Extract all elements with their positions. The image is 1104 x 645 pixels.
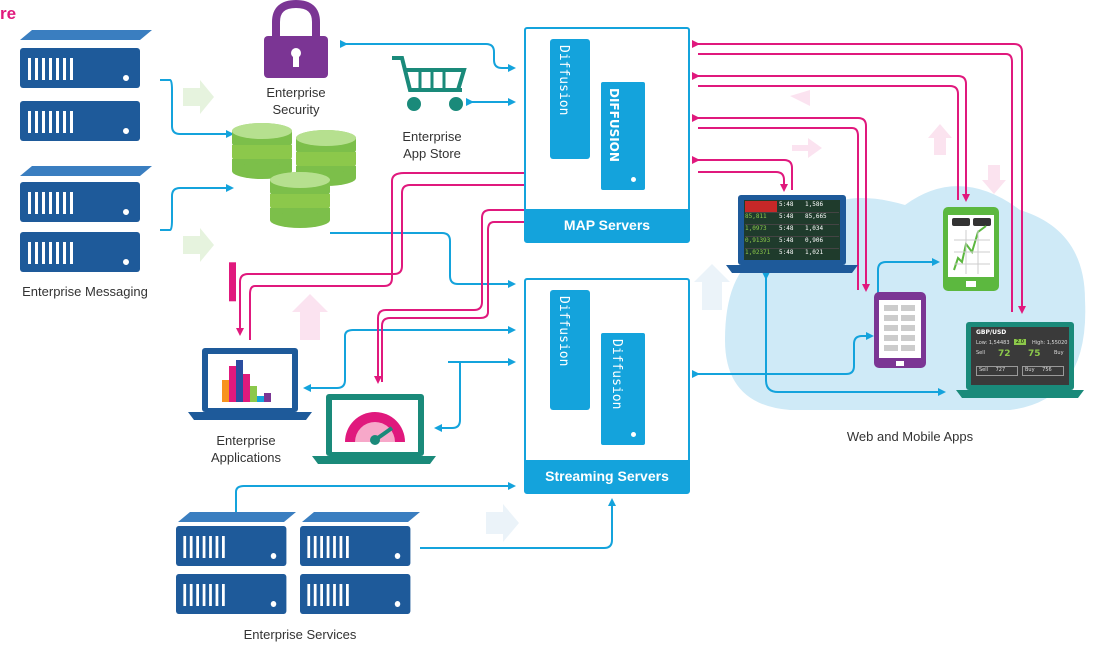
ticker-row: 85,811 5:48 85,665 [745, 213, 839, 225]
fx-buy-button: Buy 756 [1022, 366, 1064, 376]
streaming-servers-label: Streaming Servers [526, 460, 688, 492]
enterprise-messaging-label: Enterprise Messaging [22, 284, 148, 299]
ticker-volume: 85,665 [805, 213, 827, 220]
lock-icon [264, 0, 328, 78]
ticker-time: 5:48 [779, 201, 794, 208]
diffusion-server-4: Diffusion [600, 332, 646, 446]
ticker-price: 1,02371 [745, 249, 771, 256]
enterprise-applications-label: Enterprise Applications [210, 433, 282, 465]
server-brand-label: Diffusion [556, 45, 571, 116]
ticker-price: 1,0973 [745, 225, 767, 232]
enterprise-services-label: Enterprise Services [243, 627, 357, 642]
fx-buy-button-label: Buy [1025, 367, 1035, 373]
ticker-time: 5:48 [779, 225, 794, 232]
enterprise-app-store-label: Enterprise App Store [402, 129, 462, 161]
fx-pair: GBP/USD [976, 329, 1007, 336]
fx-widget: GBP/USD Low: 1,54483 2.0 High: 1,55020 S… [972, 328, 1068, 384]
streaming-servers-box: Diffusion Diffusion Streaming Servers [524, 278, 690, 494]
ticker-row: 5:48 1,586 [745, 201, 839, 213]
server-brand-label: DIFFUSION [607, 88, 621, 162]
map-servers-box: Diffusion DIFFUSION MAP Servers [524, 27, 690, 243]
database-icon [232, 123, 356, 228]
ticker-row: 0,91393 5:48 0,906 [745, 237, 839, 249]
ticker-row: 1,02371 5:48 1,021 [745, 249, 839, 260]
fx-buy-label: Buy [1054, 350, 1064, 356]
ticker-price: 85,811 [745, 213, 767, 220]
mobile-phone-green [943, 207, 999, 291]
ticker-volume: 1,586 [805, 201, 824, 208]
fx-sell-label: Sell [976, 350, 986, 356]
ticker-price: 0,91393 [745, 237, 771, 244]
diffusion-server-2: DIFFUSION [600, 81, 646, 191]
ticker-volume: 1,021 [805, 249, 824, 256]
fx-sell-button-label: Sell [979, 367, 989, 373]
fx-spread: 2.0 [1014, 339, 1026, 345]
enterprise-applications-laptop [188, 262, 312, 420]
ticker-volume: 0,906 [805, 237, 824, 244]
server-led [631, 432, 636, 437]
ticker-time: 5:48 [779, 213, 794, 220]
fx-sell-button: Sell 727 [976, 366, 1018, 376]
diffusion-server-3: Diffusion [550, 290, 590, 410]
ticker-row: 1,0973 5:48 1,034 [745, 225, 839, 237]
enterprise-messaging-servers [20, 30, 152, 272]
server-led [631, 177, 636, 182]
enterprise-security-label: Enterprise Security [266, 85, 326, 117]
fx-buy-price: 75 [1028, 349, 1041, 359]
enterprise-services-servers [176, 512, 420, 614]
ticker-time: 5:48 [779, 249, 794, 256]
ticker-price-alert [745, 201, 777, 212]
fx-sell-price: 72 [998, 349, 1011, 359]
server-brand-label: Diffusion [609, 339, 624, 410]
fx-high: High: 1,55020 [1032, 340, 1068, 346]
ticker-volume: 1,034 [805, 225, 824, 232]
web-mobile-apps-label: Web and Mobile Apps [846, 429, 974, 444]
diffusion-server-1: Diffusion [550, 39, 590, 159]
ticker-time: 5:48 [779, 237, 794, 244]
magenta-connectors [236, 40, 1026, 384]
fx-buy-amount: 756 [1042, 367, 1052, 373]
map-servers-label: MAP Servers [526, 209, 688, 241]
tablet-purple [874, 292, 926, 368]
fx-low: Low: 1,54483 [976, 340, 1010, 346]
shopping-cart-icon [392, 56, 467, 111]
page-header: re [0, 4, 17, 23]
ticker-table: 5:48 1,586 85,811 5:48 85,665 1,0973 5:4… [745, 201, 839, 259]
dashboard-gauge-laptop [312, 394, 436, 464]
server-brand-label: Diffusion [556, 296, 571, 367]
fx-sell-amount: 727 [995, 367, 1006, 373]
